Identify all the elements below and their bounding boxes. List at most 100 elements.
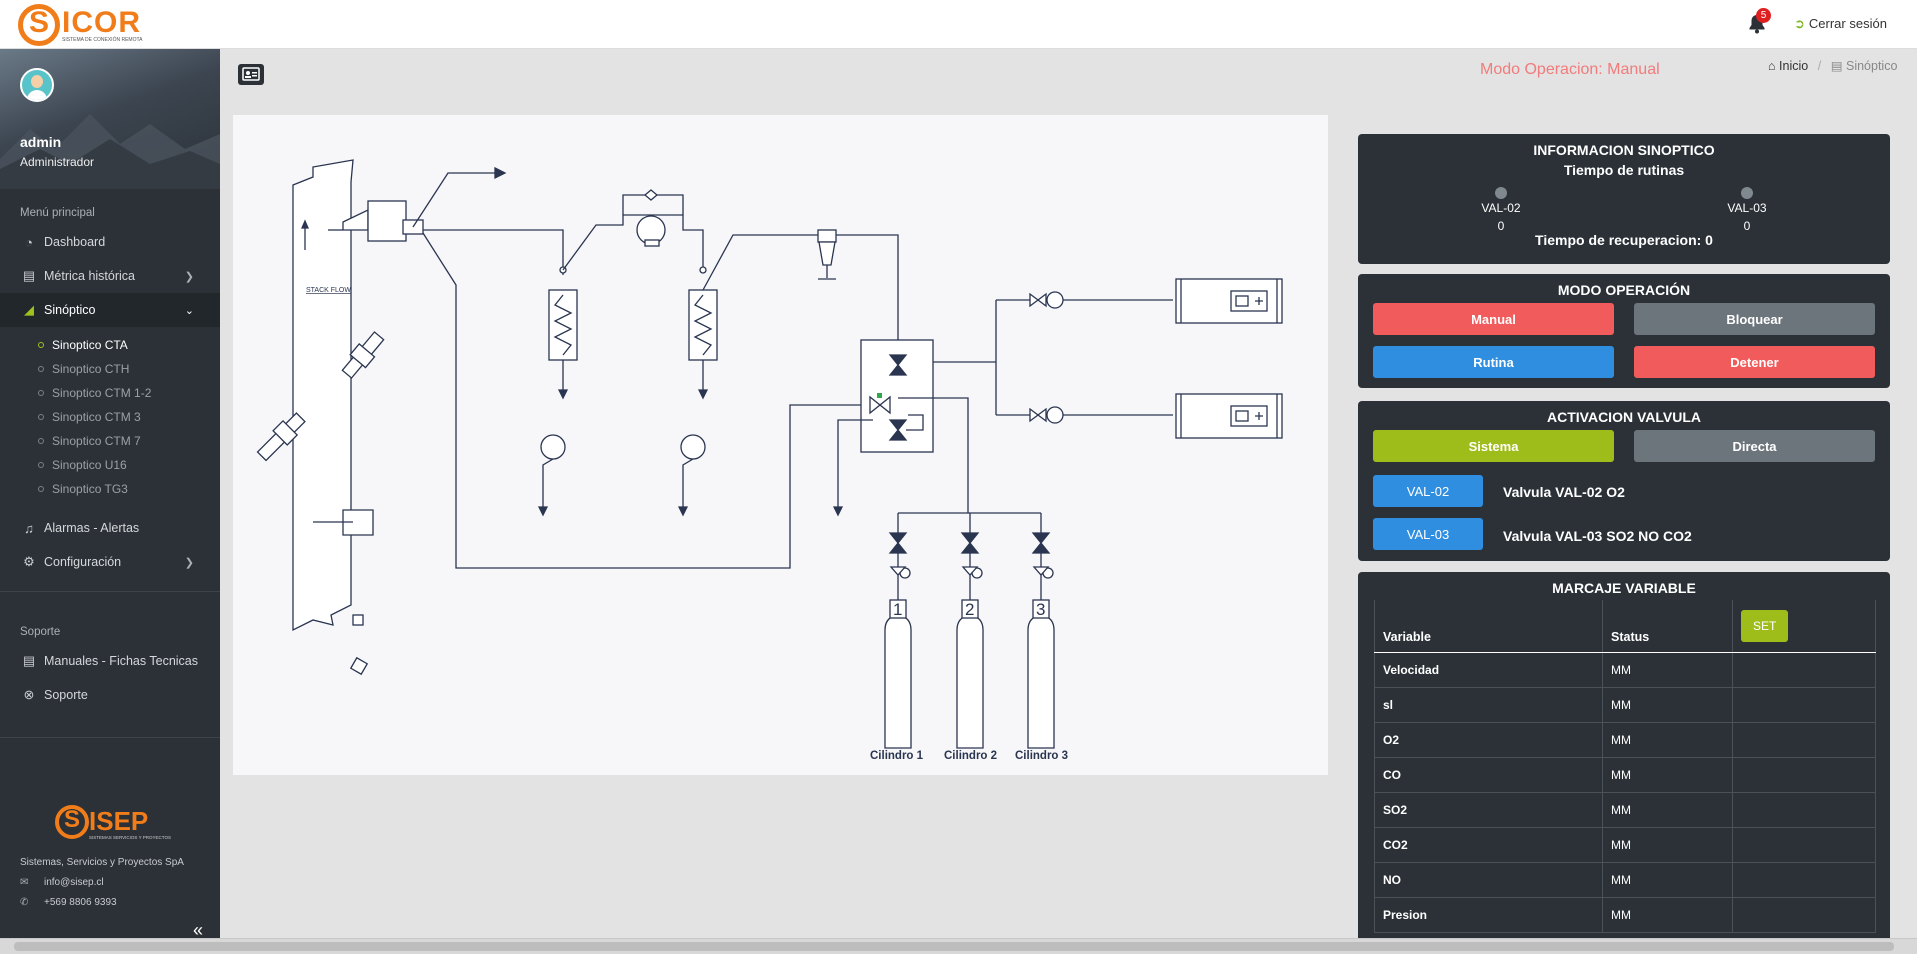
bloquear-button[interactable]: Bloquear [1634, 303, 1875, 335]
variable-cell: CO [1374, 757, 1603, 793]
drain-arrow-1b [537, 506, 549, 517]
sidebar-item-label: Configuración [44, 555, 122, 569]
recovery-time: Tiempo de recuperacion: 0 [1535, 232, 1713, 248]
info-panel-subtitle: Tiempo de rutinas [1563, 162, 1685, 178]
val-02-description: Valvula VAL-02 O2 [1503, 484, 1625, 500]
sidebar-item-dashboard[interactable]: ◔ Dashboard [0, 225, 220, 259]
val-02-label: VAL-02 [1481, 201, 1521, 215]
status-cell: MM [1602, 757, 1733, 793]
set-button[interactable]: SET [1741, 609, 1789, 642]
chevron-down-icon: ⌄ [184, 304, 194, 317]
sidebar-item-sinoptico[interactable]: ◢ Sinóptico ⌄ [0, 293, 220, 327]
detener-button[interactable]: Detener [1634, 346, 1875, 378]
cylinder-number-1: 1 [893, 600, 902, 619]
variable-cell: sl [1374, 687, 1603, 723]
info-panel-title: INFORMACION SINOPTICO [1533, 142, 1715, 158]
directa-button[interactable]: Directa [1634, 430, 1875, 462]
val-03-value: 0 [1743, 219, 1751, 233]
vent-arrow [832, 506, 844, 517]
sidebar-item-metrica[interactable]: ▤ Métrica histórica ❯ [0, 259, 220, 293]
flowmeter-1 [1046, 291, 1064, 309]
connector-node-2 [699, 266, 707, 274]
sample-line-1 [423, 229, 564, 275]
filter-body [818, 241, 836, 266]
sidebar-sub-u16[interactable]: Sinoptico U16 [0, 453, 220, 477]
drain-out-2 [682, 458, 694, 510]
sensor-small-2 [349, 656, 369, 676]
breadcrumb-home[interactable]: Inicio [1779, 59, 1809, 73]
sidebar-item-configuracion[interactable]: ⚙ Configuración ❯ [0, 545, 220, 579]
flowmeter-2 [1046, 406, 1064, 424]
action-cell [1732, 757, 1876, 793]
sidebar-sub-ctm7[interactable]: Sinoptico CTM 7 [0, 429, 220, 453]
status-cell: MM [1602, 827, 1733, 863]
col-status: Status [1602, 600, 1733, 653]
status-cell: MM [1602, 792, 1733, 828]
status-cell: MM [1602, 687, 1733, 723]
logout-button[interactable]: ➲Cerrar sesión [1794, 16, 1887, 32]
sidebar-sub-ctm3[interactable]: Sinoptico CTM 3 [0, 405, 220, 429]
circle-icon [38, 366, 44, 372]
sistema-button[interactable]: Sistema [1373, 430, 1614, 462]
circle-icon [38, 462, 44, 468]
sidebar-item-label: Manuales - Fichas Tecnicas [44, 654, 199, 668]
horizontal-scrollbar[interactable] [0, 938, 1917, 954]
val-02-value: 0 [1497, 219, 1505, 233]
needle-valve-1 [1029, 292, 1047, 308]
bell-icon: ♫ [24, 520, 34, 536]
rutina-button[interactable]: Rutina [1373, 346, 1614, 378]
book-icon: ▤ [22, 653, 36, 668]
flow-probe [341, 331, 385, 379]
stack-flow-label: STACK FLOW [306, 287, 351, 294]
valve-panel-title: ACTIVACION VALVULA [1547, 409, 1701, 425]
action-cell [1732, 827, 1876, 863]
marcaje-panel-title: MARCAJE VARIABLE [1552, 580, 1696, 596]
profile-card: admin Administrador [0, 49, 220, 189]
chiller-1-coil [553, 294, 573, 356]
phone-icon: ✆ [20, 897, 29, 908]
sub-label: Sinoptico CTM 1-2 [52, 386, 152, 400]
filter-top [817, 229, 837, 243]
sidebar-item-alarmas[interactable]: ♫ Alarmas - Alertas [0, 511, 220, 545]
val-02-button[interactable]: VAL-02 [1373, 475, 1483, 507]
sidebar-sub-ctm12[interactable]: Sinoptico CTM 1-2 [0, 381, 220, 405]
sicor-logo[interactable]: ICOR SISTEMA DE CONEXIÓN REMOTA [18, 2, 168, 47]
synoptic-diagram: STACK FLOW [233, 115, 1328, 775]
sidebar-item-soporte[interactable]: ⊗ Soporte [0, 678, 220, 712]
support-heading: Soporte [20, 626, 61, 638]
sidebar-sub-cth[interactable]: Sinoptico CTH [0, 357, 220, 381]
valve-status-led [877, 393, 882, 398]
avatar[interactable] [20, 68, 54, 102]
val-03-label: VAL-03 [1727, 201, 1767, 215]
variable-cell: CO2 [1374, 827, 1603, 863]
contact-card-button[interactable] [238, 64, 264, 85]
sidebar-sub-cta[interactable]: Sinoptico CTA [0, 333, 220, 357]
circle-icon [38, 486, 44, 492]
top-bar: ICOR SISTEMA DE CONEXIÓN REMOTA 5 ➲Cerra… [0, 0, 1917, 49]
sidebar-item-manuales[interactable]: ▤ Manuales - Fichas Tecnicas [0, 644, 220, 678]
gears-icon: ⚙ [23, 554, 35, 569]
dashboard-icon: ◔ [25, 234, 33, 250]
company-name: Sistemas, Servicios y Proyectos SpA [20, 857, 184, 868]
scrollbar-thumb[interactable] [14, 942, 1894, 951]
breadcrumb: ⌂ Inicio / ▤ Sinóptico [1768, 58, 1897, 73]
val-02-valve [888, 354, 908, 376]
temperature-probe [256, 412, 306, 462]
val-03-button[interactable]: VAL-03 [1373, 518, 1483, 550]
cylinder-number-2: 2 [965, 600, 974, 619]
pressure-sensor [313, 509, 374, 536]
sisep-logo-mark [55, 805, 89, 839]
cylinder-group-3 [1027, 513, 1055, 749]
manual-button[interactable]: Manual [1373, 303, 1614, 335]
sisep-logo-subtitle: SISTEMAS SERVICIOS Y PROYECTOS [89, 835, 171, 840]
sample-line-3 [702, 234, 899, 350]
lifebuoy-icon: ⊗ [23, 687, 35, 702]
sidebar-sub-tg3[interactable]: Sinoptico TG3 [0, 477, 220, 501]
action-cell [1732, 897, 1876, 933]
col-action: SET [1732, 600, 1876, 653]
sidebar-item-label: Dashboard [44, 235, 106, 249]
cylinder-number-3: 3 [1036, 600, 1045, 619]
